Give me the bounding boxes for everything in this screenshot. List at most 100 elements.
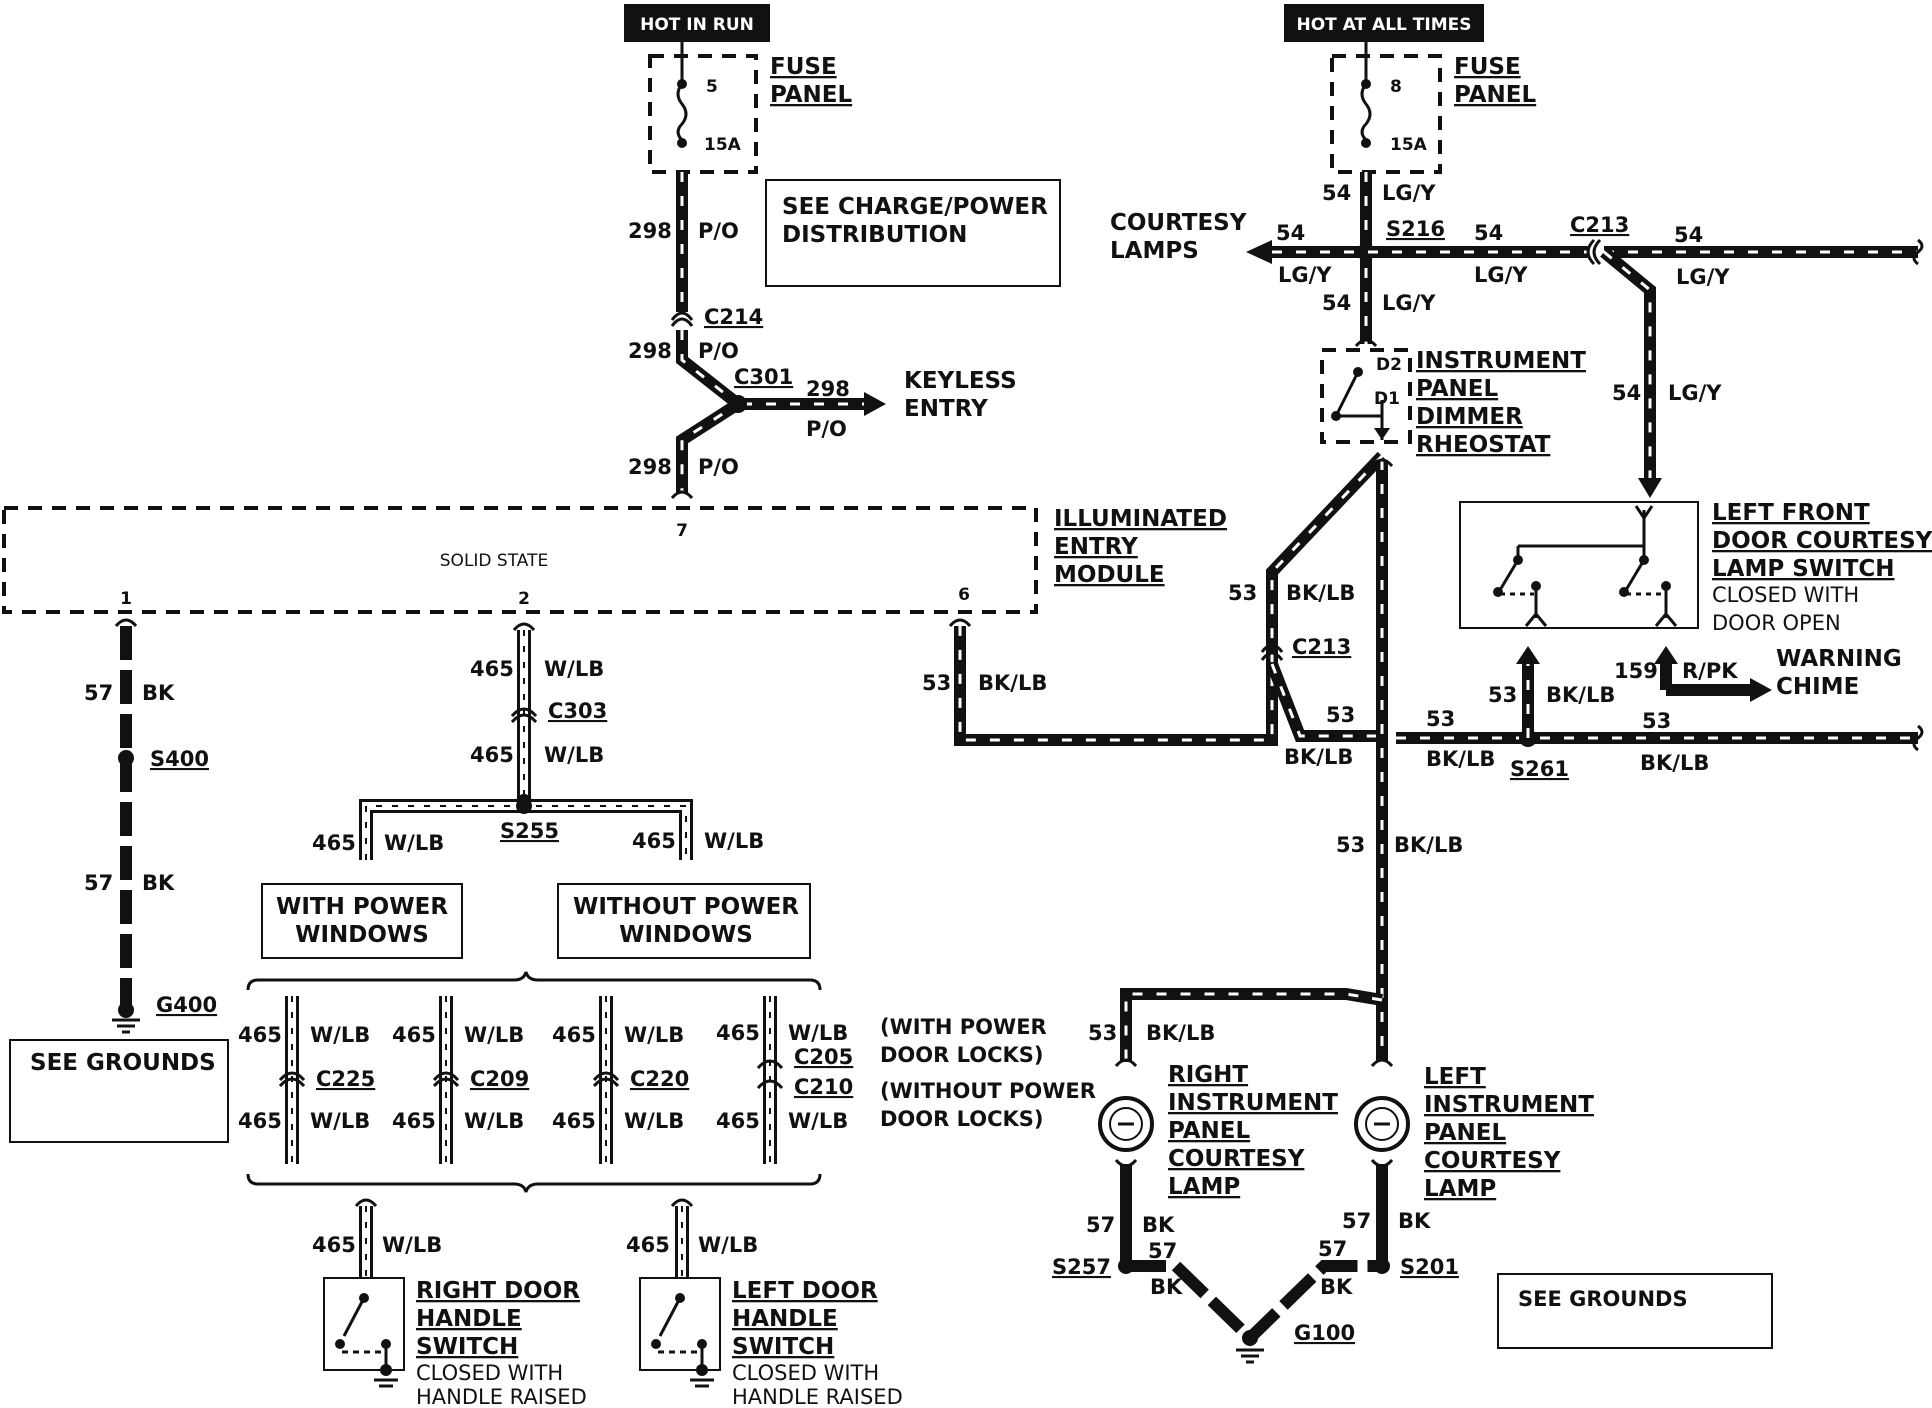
w465-e1: 465 xyxy=(238,1023,282,1047)
with-pw-line1: WITH POWER xyxy=(276,894,448,920)
solid-state-label: SOLID STATE xyxy=(440,551,548,571)
w465-a: 465 xyxy=(470,657,514,681)
warning-chime-line2: CHIME xyxy=(1776,674,1859,700)
wbk-d: BK xyxy=(1398,1209,1431,1233)
keyless-entry-line2: ENTRY xyxy=(904,396,988,422)
left-door-handle-switch: 465 W/LB LEFT DOOR HANDLE SWITCH CLOSED … xyxy=(626,1198,903,1408)
w465-b: 465 xyxy=(470,743,514,767)
circuit-57-left: 57 BK S400 57 BK G400 xyxy=(84,618,217,1034)
right-door-handle-switch: 465 W/LB RIGHT DOOR HANDLE SWITCH CLOSED… xyxy=(312,1198,587,1408)
c225-label: C225 xyxy=(316,1067,375,1091)
wbklb-d: BK/LB xyxy=(1426,747,1495,771)
wbklb-c: BK/LB xyxy=(1284,745,1353,769)
wbklb-a: BK/LB xyxy=(1286,581,1355,605)
circuit-57-right: 57 BK 57 BK S257 S201 57 BK 57 BK G100 xyxy=(1052,1164,1459,1364)
fuse-num-right: 8 xyxy=(1390,77,1402,97)
ldcs-line3: LAMP SWITCH xyxy=(1712,556,1895,582)
w465-e3: 465 xyxy=(552,1023,596,1047)
w465-f3: 465 xyxy=(552,1109,596,1133)
w57-b: 57 xyxy=(84,871,113,895)
w57-f: 57 xyxy=(1318,1237,1347,1261)
see-grounds-right-note: SEE GROUNDS xyxy=(1497,1273,1773,1349)
circuit-54: 54 LG/Y S216 54 LG/Y 54 LG/Y C213 54 LG/… xyxy=(1110,172,1924,498)
ldhs-line3: SWITCH xyxy=(732,1334,834,1360)
ldhs-line1: LEFT DOOR xyxy=(732,1278,878,1304)
pin-7: 7 xyxy=(676,521,688,541)
right-instrument-panel-courtesy-lamp: RIGHT INSTRUMENT PANEL COURTESY LAMP xyxy=(1098,1058,1338,1200)
circuit-298: 298 P/O C214 298 P/O C301 298 P/O 298 P/… xyxy=(628,172,1017,500)
w53-e: 53 xyxy=(1488,683,1517,707)
dimmer-line3: DIMMER xyxy=(1416,404,1523,430)
g100-label: G100 xyxy=(1294,1321,1355,1345)
w54-b: 54 xyxy=(1276,221,1305,245)
w53-c: 53 xyxy=(1326,703,1355,727)
fuse-rating-right: 15A xyxy=(1390,135,1428,155)
w53-b: 53 xyxy=(922,671,951,695)
w465-h: 465 xyxy=(626,1233,670,1257)
without-power-windows-box: WITHOUT POWER WINDOWS xyxy=(557,883,811,959)
c301-label: C301 xyxy=(734,365,793,389)
pin-1: 1 xyxy=(120,589,132,609)
ldhs-line5: HANDLE RAISED xyxy=(732,1385,903,1408)
c213a-label: C213 xyxy=(1570,213,1629,237)
see-grounds-right-text: SEE GROUNDS xyxy=(1518,1287,1688,1311)
left-front-door-courtesy-switch: LEFT FRONT DOOR COURTESY LAMP SWITCH CLO… xyxy=(1459,500,1932,635)
lipcl-line5: LAMP xyxy=(1424,1176,1496,1202)
hot-in-run-label: HOT IN RUN xyxy=(640,15,754,35)
w465-f4: 465 xyxy=(716,1109,760,1133)
ripcl-line1: RIGHT xyxy=(1168,1062,1248,1088)
lipcl-line4: COURTESY xyxy=(1424,1148,1561,1174)
see-charge-power-note: SEE CHARGE/POWER DISTRIBUTION xyxy=(765,179,1061,287)
courtesy-lamps-line1: COURTESY xyxy=(1110,210,1247,236)
charge-power-line1: SEE CHARGE/POWER xyxy=(782,194,1048,220)
wbklb-f: BK/LB xyxy=(1640,751,1709,775)
w465-e2: 465 xyxy=(392,1023,436,1047)
w53-d: 53 xyxy=(1426,707,1455,731)
wwlb-e3: W/LB xyxy=(624,1023,684,1047)
w57-e: 57 xyxy=(1148,1239,1177,1263)
wrpk: R/PK xyxy=(1682,659,1738,683)
module-label2: ENTRY xyxy=(1054,534,1138,560)
c205-label: C205 xyxy=(794,1045,853,1069)
door-lock-connectors: 465 W/LB 465 W/LB 465 W/LB 465 W/LB C225… xyxy=(238,996,853,1164)
s257-label: S257 xyxy=(1052,1255,1111,1279)
w159: 159 xyxy=(1614,659,1658,683)
without-pw-line1: WITHOUT POWER xyxy=(573,894,799,920)
hot-in-run-header: HOT IN RUN xyxy=(624,4,770,42)
no-power-door-locks-1: (WITHOUT POWER xyxy=(880,1079,1096,1103)
pin-6: 6 xyxy=(958,585,970,605)
ldhs-line2: HANDLE xyxy=(732,1306,838,1332)
c213b-label: C213 xyxy=(1292,635,1351,659)
s216-label: S216 xyxy=(1386,217,1445,241)
wbklb-e: BK/LB xyxy=(1546,683,1615,707)
wlgy-d: LG/Y xyxy=(1676,265,1730,289)
keyless-entry-line1: KEYLESS xyxy=(904,368,1017,394)
lipcl-line1: LEFT xyxy=(1424,1064,1486,1090)
ldcs-line5: DOOR OPEN xyxy=(1712,611,1841,635)
wwlb-e4: W/LB xyxy=(788,1021,848,1045)
w53-a: 53 xyxy=(1228,581,1257,605)
ripcl-line4: COURTESY xyxy=(1168,1146,1305,1172)
wwlb-a: W/LB xyxy=(544,657,604,681)
warning-chime-line1: WARNING xyxy=(1776,646,1902,672)
ldcs-line4: CLOSED WITH xyxy=(1712,583,1859,607)
w298-b: 298 xyxy=(628,339,672,363)
rdhs-line2: HANDLE xyxy=(416,1306,522,1332)
w298-d: 298 xyxy=(628,455,672,479)
wwlb-e2: W/LB xyxy=(464,1023,524,1047)
s201-label: S201 xyxy=(1400,1255,1459,1279)
wbk-a: BK xyxy=(142,681,175,705)
wbk-b: BK xyxy=(142,871,175,895)
fuse-panel-left-label2: PANEL xyxy=(770,82,853,108)
fuse-panel-left-label1: FUSE xyxy=(770,54,837,80)
w465-f1: 465 xyxy=(238,1109,282,1133)
bottom-brace xyxy=(246,1173,822,1193)
see-grounds-left-note: SEE GROUNDS xyxy=(9,1039,229,1143)
lipcl-line3: PANEL xyxy=(1424,1120,1507,1146)
fuse-num-left: 5 xyxy=(706,77,718,97)
g400-label: G400 xyxy=(156,993,217,1017)
rdhs-line3: SWITCH xyxy=(416,1334,518,1360)
w54-a: 54 xyxy=(1322,181,1351,205)
